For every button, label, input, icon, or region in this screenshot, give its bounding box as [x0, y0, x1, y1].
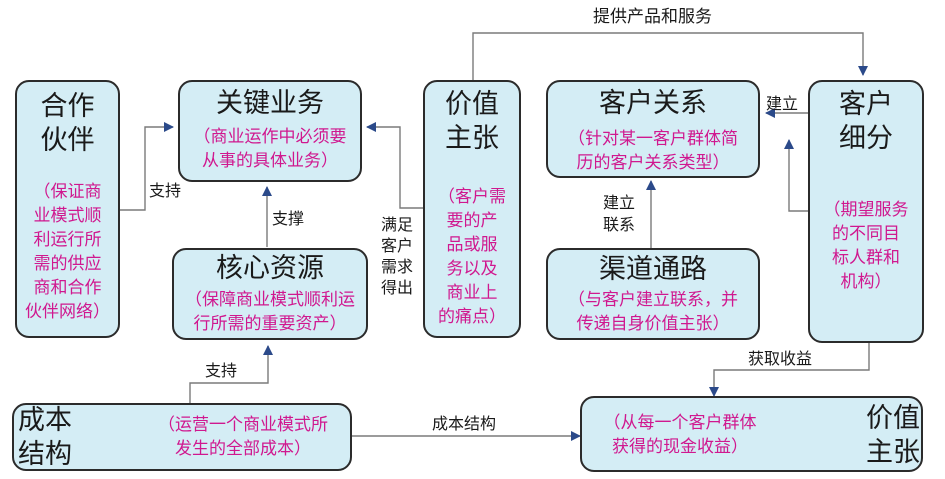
segments-title: 客户 细分: [839, 89, 893, 154]
customer-rel-title: 客户关系: [599, 88, 707, 119]
label-build-contact: 建立 联系: [603, 193, 636, 234]
label-support-partner: 支持: [149, 181, 182, 200]
revenue-title: 价值 主张: [866, 403, 920, 468]
box-key-partners: [15, 80, 120, 338]
key-activities-title: 关键业务: [216, 88, 324, 119]
label-build: 建立: [766, 94, 799, 113]
arrow-value-to-activities: [366, 122, 423, 209]
revenue-desc: （从每一个客户群体 获得的现金收益）: [603, 413, 757, 457]
label-support-cost: 支持: [205, 361, 238, 380]
label-support-resource: 支撑: [272, 209, 305, 228]
cost-title: 成本 结构: [18, 405, 72, 470]
box-revenue: [580, 396, 923, 472]
segments-desc: （期望服务 的不同目 标人群和 机构）: [823, 200, 909, 292]
label-satisfy: 满足 客户 需求 得出: [381, 215, 414, 297]
box-customer-segments: [808, 80, 924, 343]
label-cost-flow: 成本结构: [432, 414, 497, 433]
channels-desc: （与客户建立联系，并 传递自身价值主张）: [568, 290, 738, 334]
cost-desc: （运营一个商业模式所 发生的全部成本）: [158, 415, 328, 459]
arrow-cost-to-resources: [189, 345, 273, 403]
box-customer-relationships: [546, 80, 760, 178]
box-value-proposition: [423, 80, 521, 338]
value-prop-desc: （客户需 要的产 品或服 务以及 商业上 的痛点）: [438, 187, 506, 327]
box-key-activities: [178, 80, 362, 182]
partners-desc: （保证商 业模式顺 利运行所 需的供应 商和合作 伙伴网络）: [25, 182, 110, 322]
arrow-value-to-segments: [472, 32, 868, 80]
arrow-segments-to-revenue: [709, 343, 870, 397]
label-provide: 提供产品和服务: [593, 7, 712, 27]
channels-title: 渠道通路: [599, 254, 707, 285]
customer-rel-desc: （针对某一客户群体简 历的客户关系类型）: [568, 129, 738, 173]
label-revenue-gain: 获取收益: [748, 349, 813, 368]
box-key-resources: [172, 248, 368, 340]
key-resources-title: 核心资源: [216, 253, 324, 284]
arrow-segments-to-channels: [784, 139, 808, 212]
key-resources-desc: （保障商业模式顺利运 行所需的重要资产）: [185, 290, 355, 334]
value-prop-title: 价值 主张: [445, 89, 499, 154]
partners-title: 合作 伙伴: [40, 91, 95, 156]
box-channels: [546, 248, 760, 340]
key-activities-desc: （商业运作中必须要 从事的具体业务）: [193, 127, 347, 171]
arrow-partner-to-activities: [120, 122, 174, 211]
box-cost-structure: [12, 403, 352, 471]
